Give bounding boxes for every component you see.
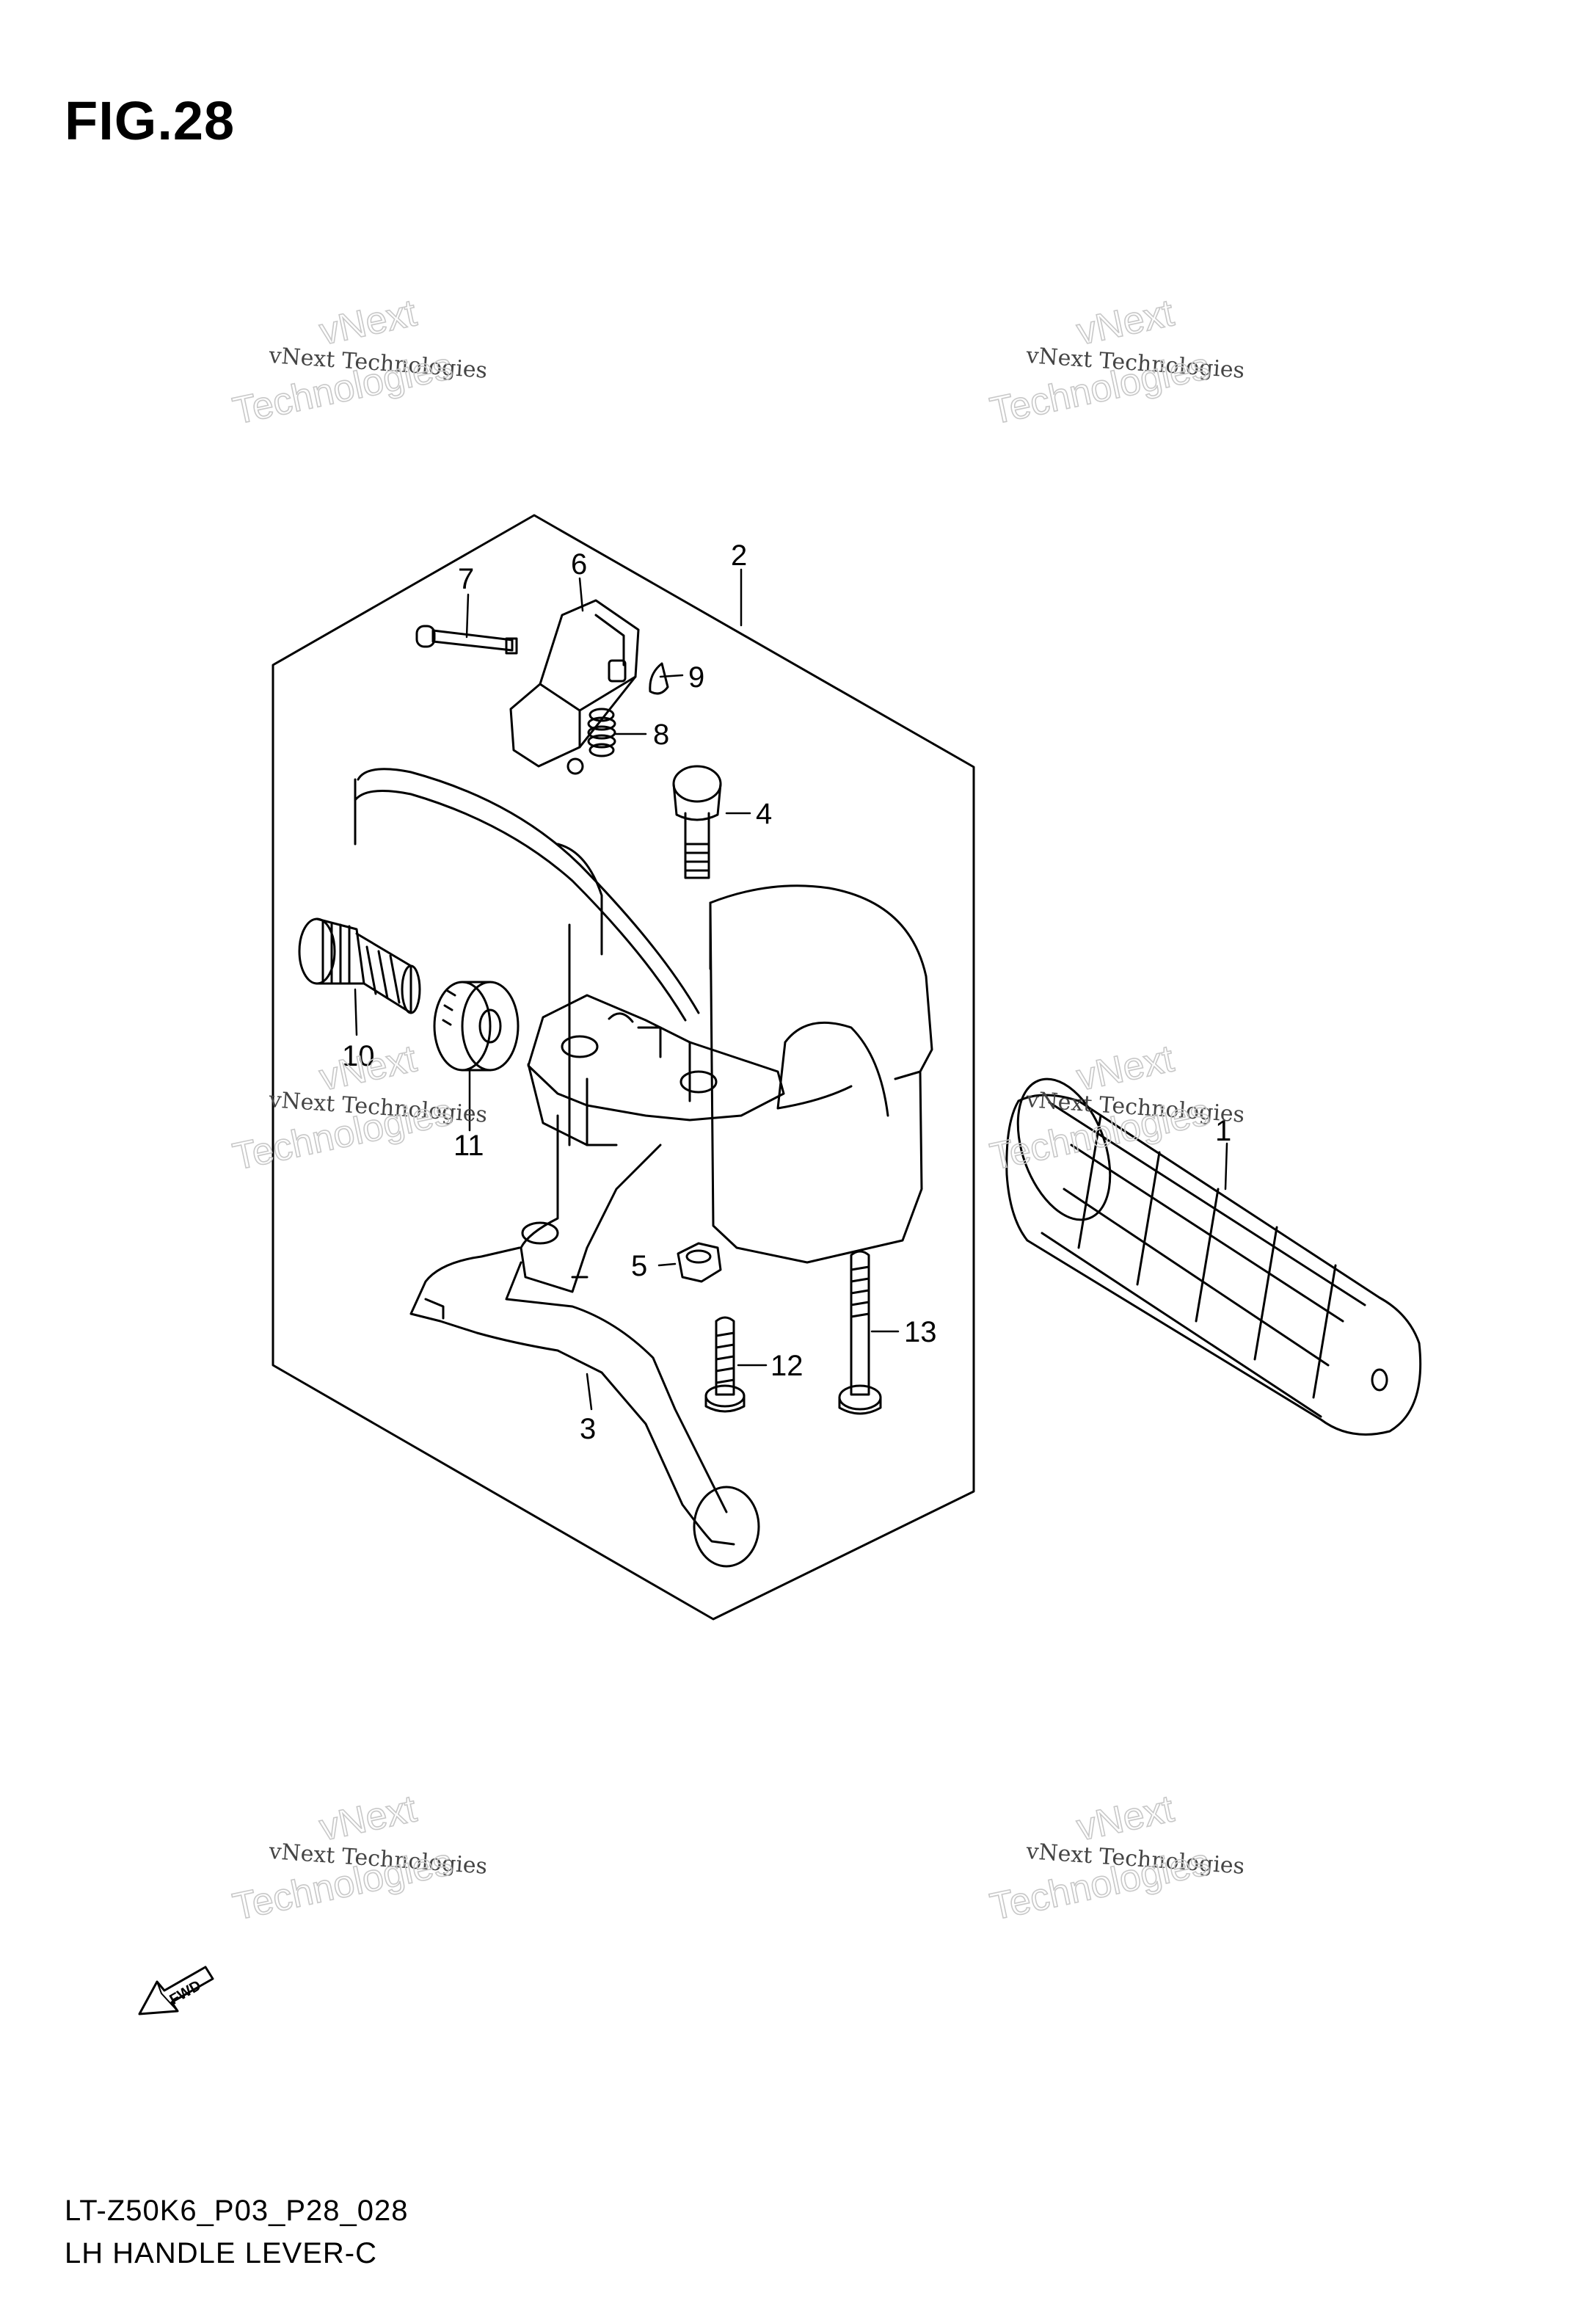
part-11-locknut [433, 981, 520, 1072]
callout-10: 10 [342, 1040, 375, 1072]
watermark-outline: vNext [1073, 1787, 1178, 1849]
model-code: LT-Z50K6_P03_P28_028 [65, 2195, 409, 2227]
part-10-adjuster [298, 917, 421, 1014]
callout-9: 9 [688, 661, 704, 694]
callout-11: 11 [453, 1130, 484, 1162]
leader-6 [578, 577, 584, 612]
leader-3 [586, 1373, 593, 1411]
leader-1 [1224, 1142, 1228, 1190]
part-7-pin [415, 625, 518, 655]
watermark-outline: vNext [316, 1787, 420, 1849]
callout-12: 12 [770, 1350, 804, 1382]
callout-8: 8 [653, 719, 669, 751]
watermark-outline: vNext [316, 291, 420, 353]
watermark-4: vNext Technologies vNext Technologies [986, 1036, 1246, 1179]
callout-13: 13 [904, 1316, 937, 1348]
watermark-3: vNext Technologies vNext Technologies [229, 1036, 489, 1179]
figure-caption: LH HANDLE LEVER-C [65, 2237, 378, 2269]
part-3-lever [409, 994, 785, 1568]
callout-5: 5 [631, 1250, 647, 1282]
figure-title: FIG.28 [65, 90, 236, 151]
leader-10 [354, 988, 358, 1036]
callout-2: 2 [731, 539, 747, 572]
callout-7: 7 [458, 563, 474, 595]
holder-housing [709, 884, 933, 1264]
leader-9 [659, 674, 684, 678]
part-13-screw [838, 1250, 882, 1415]
part-8-spring [587, 708, 616, 757]
part-12-screw [704, 1316, 746, 1413]
part-6-bracket [509, 599, 640, 775]
fwd-arrow-icon: FWD [138, 1966, 214, 2015]
callout-4: 4 [756, 798, 772, 830]
assembly-outline [272, 514, 975, 1621]
watermark-2: vNext Technologies vNext Technologies [986, 291, 1246, 433]
clutch-cable [354, 768, 700, 1146]
watermark-outline: vNext [316, 1037, 420, 1099]
part-9-clip [649, 662, 669, 695]
part-1-grip [1005, 1077, 1422, 1436]
watermark-outline: vNext [1073, 291, 1178, 353]
callout-6: 6 [571, 548, 587, 581]
watermark-6: vNext Technologies vNext Technologies [986, 1786, 1246, 1929]
part-5-nut [677, 1242, 722, 1283]
watermark-outline: vNext [1073, 1037, 1178, 1099]
watermark-1: vNext Technologies vNext Technologies [229, 291, 489, 433]
callout-3: 3 [580, 1413, 596, 1445]
watermark-5: vNext Technologies vNext Technologies [229, 1786, 489, 1929]
callout-1: 1 [1215, 1115, 1231, 1147]
leader-5 [657, 1262, 677, 1267]
part-4-bolt [672, 765, 722, 879]
leader-7 [465, 593, 470, 639]
